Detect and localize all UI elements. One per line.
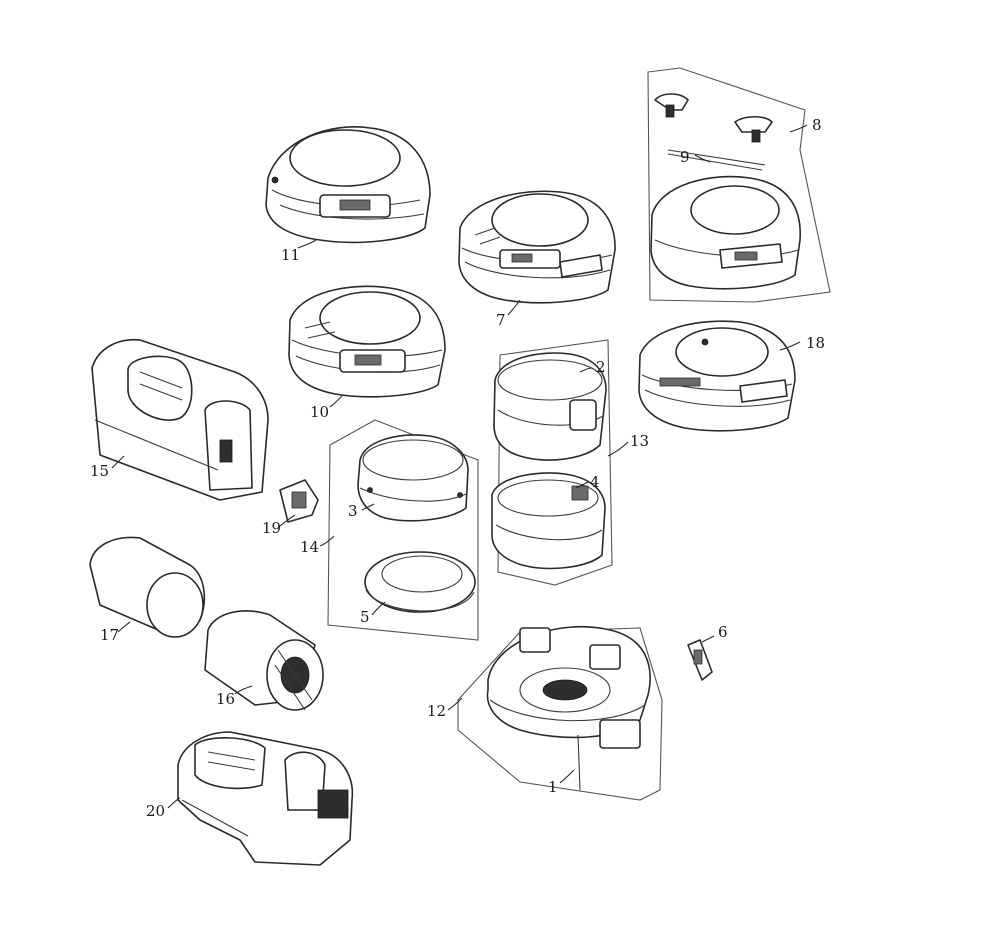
- label-19: 19: [262, 519, 281, 537]
- part-15-housing: [91, 338, 269, 501]
- label-13: 13: [630, 432, 649, 450]
- label-15: 15: [90, 462, 109, 480]
- label-5: 5: [360, 608, 370, 626]
- label-17: 17: [100, 626, 119, 644]
- label-18: 18: [806, 334, 825, 352]
- part-17-sleeve: [89, 536, 206, 638]
- part-5-ring: [364, 551, 476, 613]
- label-8: 8: [812, 116, 822, 134]
- part-16-roller: [204, 610, 324, 711]
- label-20: 20: [146, 802, 165, 820]
- label-1: 1: [548, 778, 558, 796]
- reference-numerals: 11 7 8 9 10 18 2 13 4 15 19 14 3 5 17 16…: [90, 116, 825, 820]
- label-12: 12: [427, 702, 446, 720]
- part-20-assembly: [177, 731, 354, 866]
- part-19-clip: [279, 479, 319, 523]
- label-9: 9: [680, 148, 690, 166]
- label-6: 6: [718, 623, 728, 641]
- part-8-assembly: [647, 67, 831, 303]
- part-2-module: [493, 352, 607, 461]
- part-11-cover: [265, 126, 431, 244]
- part-3-ring-housing: [357, 434, 469, 522]
- part-7-cover: [458, 190, 616, 304]
- label-11: 11: [281, 246, 300, 264]
- leader-lines: [111, 124, 808, 809]
- group-14-bracket: [327, 419, 479, 641]
- label-14: 14: [300, 538, 319, 556]
- part-4-module: [491, 472, 606, 570]
- label-4: 4: [590, 473, 600, 491]
- label-16: 16: [216, 690, 235, 708]
- part-6-pin: [687, 639, 713, 681]
- part-18-cover: [638, 320, 796, 432]
- label-10: 10: [310, 403, 329, 421]
- label-2: 2: [596, 358, 606, 376]
- label-7: 7: [496, 311, 506, 329]
- part-1-base: [486, 626, 651, 791]
- part-10-cover: [288, 285, 446, 398]
- label-3: 3: [348, 502, 358, 520]
